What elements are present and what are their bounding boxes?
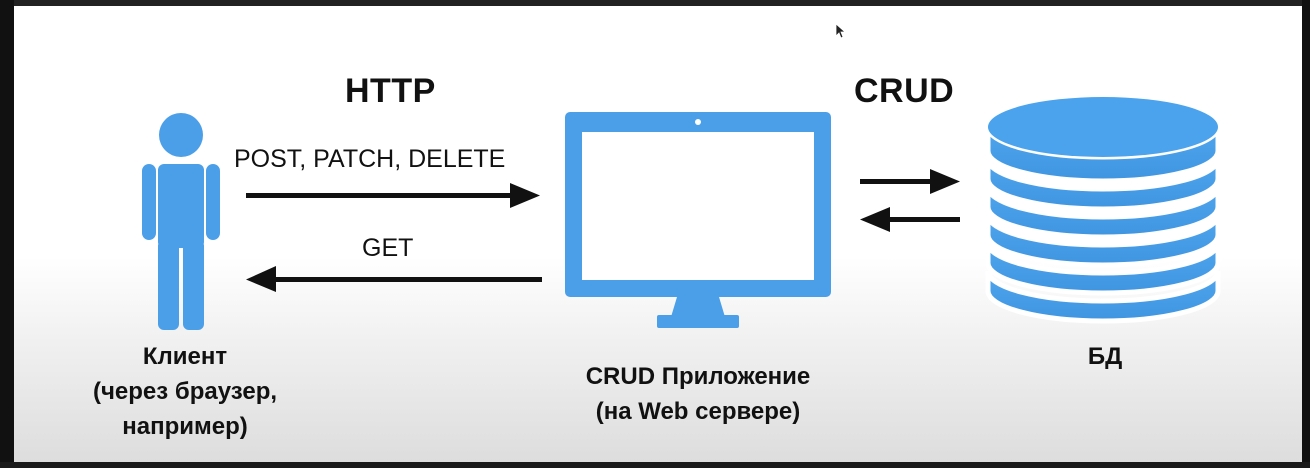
- app-caption-line: (на Web сервере): [595, 397, 801, 425]
- client-caption-line: (через браузер,: [92, 377, 278, 405]
- cursor-icon: [835, 23, 847, 39]
- db-caption: БД: [1060, 340, 1150, 375]
- client-caption-line: Клиент: [142, 343, 228, 370]
- app-to-db-arrow: [860, 169, 960, 194]
- app-caption-line: CRUD Приложение: [585, 363, 811, 390]
- monitor-icon: [565, 112, 831, 328]
- video-frame-edge: [0, 462, 1310, 468]
- db-caption-label: БД: [1087, 343, 1123, 370]
- database-icon: [985, 97, 1221, 324]
- http-heading: HTTP: [345, 72, 436, 110]
- video-frame-edge: [1302, 0, 1310, 468]
- db-to-app-arrow: [860, 207, 960, 232]
- video-frame-edge: [0, 0, 14, 468]
- client-caption: Клиент (через браузер, например): [60, 340, 310, 444]
- app-caption: CRUD Приложение (на Web сервере): [530, 360, 866, 430]
- client-caption-line: например): [122, 412, 248, 440]
- response-arrow: [246, 266, 542, 292]
- request-arrow: [246, 183, 540, 208]
- request-methods-label: POST, PATCH, DELETE: [234, 145, 506, 173]
- response-method-label: GET: [362, 234, 414, 262]
- person-icon: [142, 113, 220, 330]
- video-frame-edge: [0, 0, 1310, 6]
- crud-heading: CRUD: [854, 72, 955, 110]
